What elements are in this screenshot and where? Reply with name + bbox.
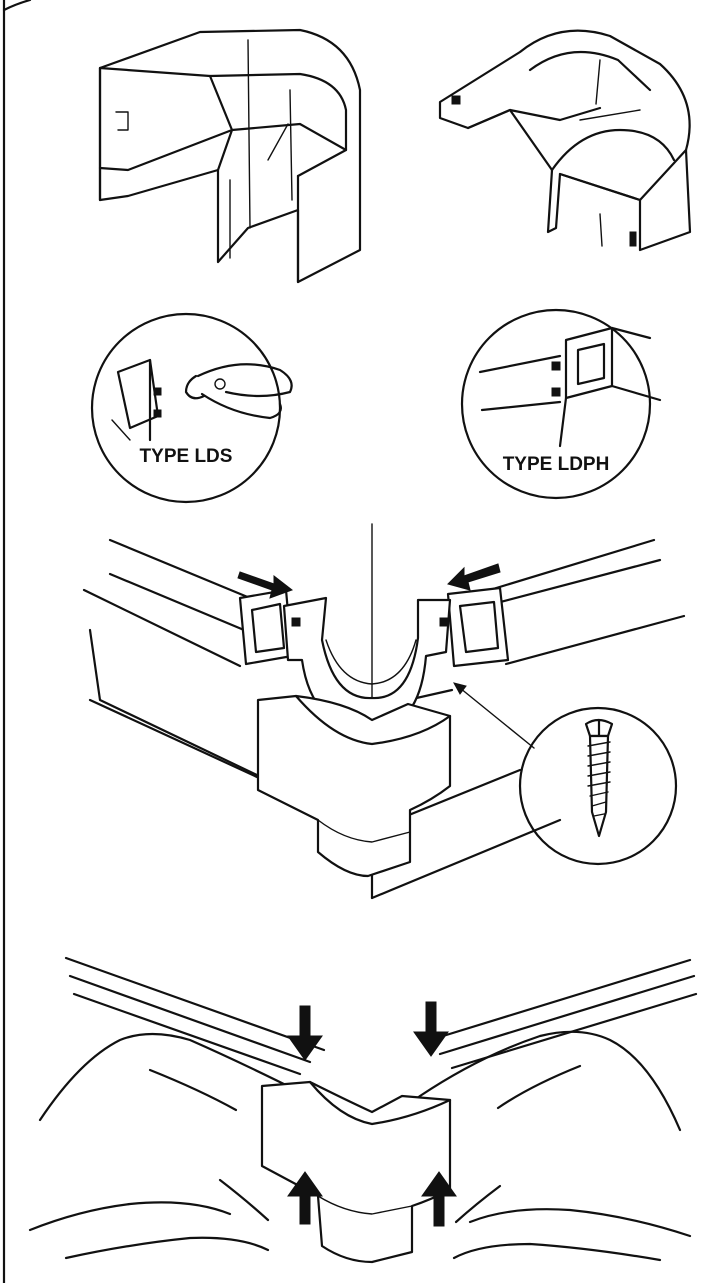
arrow-icon-up-left xyxy=(287,1171,323,1225)
ducts-bottom xyxy=(64,956,698,1076)
left-duct xyxy=(82,538,294,668)
detail-circle-lds: TYPE LDS xyxy=(90,312,293,504)
arrow-icon-down-left xyxy=(287,1005,323,1061)
detail-label-lds: TYPE LDS xyxy=(140,446,233,467)
outer-corner-cover xyxy=(98,28,362,284)
detail-circle-ldph: TYPE LDPH xyxy=(460,308,662,500)
corner-cover xyxy=(256,694,452,878)
inner-corner-coupler xyxy=(438,29,692,252)
screw-detail-circle xyxy=(518,706,678,866)
arrow-icon-screw-pointer xyxy=(453,682,535,749)
detail-label-ldph: TYPE LDPH xyxy=(503,454,610,475)
arrow-icon-right xyxy=(447,563,501,591)
screw-icon xyxy=(584,718,614,838)
pliers-icon xyxy=(184,363,293,420)
arrow-icon-up-right xyxy=(421,1171,457,1227)
right-duct xyxy=(446,538,686,668)
arrow-icon-left xyxy=(237,571,294,599)
page-frame xyxy=(2,0,32,1285)
pressed-corner-cover xyxy=(260,1080,452,1264)
arrow-icon-down-right xyxy=(413,1001,449,1057)
hand-icon-left xyxy=(28,1032,334,1260)
